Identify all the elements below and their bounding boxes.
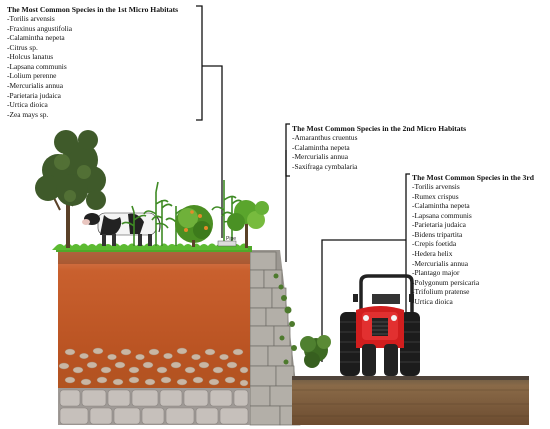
- species-item: -Citrus sp.: [7, 42, 38, 52]
- species-item: -Calamintha nepeta: [412, 201, 470, 211]
- species-item: -Torilis arvensis: [412, 182, 460, 192]
- species-item: -Zea mays sp.: [7, 109, 49, 119]
- bracket-1: [196, 5, 203, 121]
- species-item: -Rumex crispus: [412, 191, 459, 201]
- species-item: -Calamintha nepeta: [7, 33, 65, 43]
- pipe-label: Pipe: [226, 236, 237, 242]
- species-item: -Plantago major: [412, 268, 460, 278]
- species-item: -Calamintha nepeta: [292, 142, 350, 152]
- slope-plants: [273, 273, 297, 365]
- species-item: -Lapsana communis: [412, 210, 472, 220]
- species-item: -Mercurialis annua: [292, 152, 349, 162]
- habitat-3-title: The Most Common Species in the 3rd: [412, 173, 534, 182]
- pipe: [217, 240, 237, 247]
- species-item: -Trifolium pratense: [412, 287, 470, 297]
- habitat-2-title: The Most Common Species in the 2nd Micro…: [292, 124, 467, 133]
- leader-1: [202, 65, 223, 238]
- species-item: -Lolium perenne: [7, 71, 57, 81]
- corn-plant-icon: [121, 180, 243, 246]
- species-item: -Hedera helix: [412, 249, 453, 259]
- species-item: -Lapsana communis: [7, 61, 67, 71]
- species-item: -Parietaria judaica: [7, 90, 61, 100]
- leader-lines: [196, 5, 410, 362]
- species-item: -Crepis foetida: [412, 239, 457, 249]
- species-item: -Amaranthus cruentus: [292, 133, 358, 143]
- habitat-1-title: The Most Common Species in the 1st Micro…: [7, 5, 179, 14]
- species-item: -Urtica dioica: [7, 100, 48, 110]
- species-item: -Mercurialis annua: [412, 258, 469, 268]
- soil-block: [52, 243, 252, 425]
- species-item: -Fraxinus angustifolia: [7, 23, 73, 33]
- leader-3: [321, 239, 406, 362]
- bush-icon: [175, 205, 213, 247]
- habitat-3-panel: The Most Common Species in the 3rd -Tori…: [412, 173, 534, 306]
- field-bed: [292, 376, 529, 425]
- species-item: -Bidens tripartita: [412, 229, 463, 239]
- species-item: -Saxifraga cymbalaria: [292, 161, 358, 171]
- habitat-1-panel: The Most Common Species in the 1st Micro…: [7, 5, 178, 119]
- tractor-icon: [340, 274, 420, 376]
- habitat-1-species-list: -Torilis arvensis -Fraxinus angustifolia…: [7, 14, 178, 119]
- habitat-3-species-list: -Torilis arvensis -Rumex crispus -Calami…: [412, 182, 534, 306]
- cow-icon: [82, 212, 161, 246]
- small-tree-icon: [227, 200, 269, 248]
- species-item: -Urtica dioica: [412, 296, 453, 306]
- species-item: -Polygonum persicaria: [412, 277, 480, 287]
- species-item: -Mercurialis annua: [7, 81, 64, 91]
- habitat-2-species-list: -Amaranthus cruentus -Calamintha nepeta …: [292, 133, 466, 171]
- slope-bush-icon: [300, 335, 331, 368]
- species-item: -Holcus lanatus: [7, 52, 54, 62]
- species-item: -Parietaria judaica: [412, 220, 466, 230]
- habitat-2-panel: The Most Common Species in the 2nd Micro…: [292, 124, 466, 171]
- tree-icon: [35, 130, 106, 248]
- species-item: -Torilis arvensis: [7, 14, 55, 24]
